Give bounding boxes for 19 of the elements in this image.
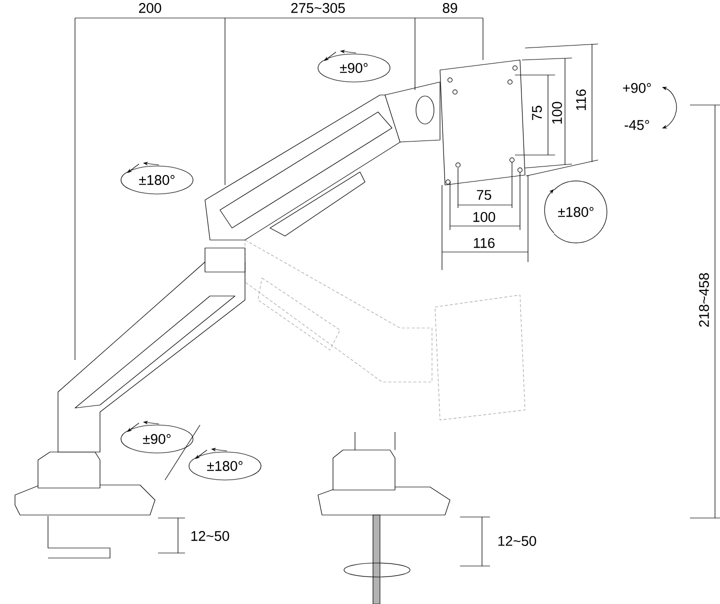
rotation-label: ±180° [139,175,174,185]
dimension-label: 200 [139,3,162,13]
dimension-label: 12~50 [498,536,536,546]
rotation-label: +90° [623,83,651,93]
rotation-label: ±180° [207,461,242,471]
dimension-label: 116 [474,238,495,248]
rotation-label: ±90° [143,434,171,444]
dimension-label: 75 [532,106,542,120]
rotation-label: ±180° [558,207,594,217]
dimension-label: 116 [576,89,586,110]
dimension-label: 275~305 [291,3,345,13]
dimension-label: 100 [552,102,562,124]
dimension-label: 75 [476,190,492,200]
dimension-label: 89 [442,3,458,13]
rotation-label: -45° [624,120,650,130]
dimension-label: 218~458 [699,273,709,327]
dimension-label: 100 [473,212,496,222]
rotation-label: ±90° [340,63,368,73]
dimension-label: 12~50 [191,531,230,541]
